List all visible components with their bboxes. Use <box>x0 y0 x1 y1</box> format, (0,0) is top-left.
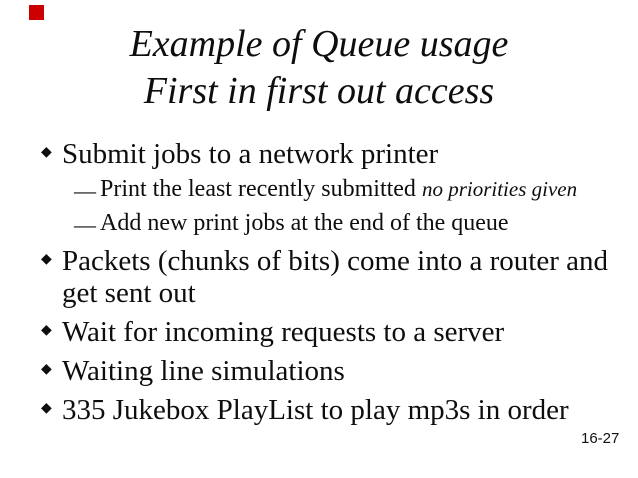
bullet-text: Wait for incoming requests to a server <box>62 316 505 348</box>
diamond-bullet-icon: ◆ <box>41 322 52 338</box>
diamond-bullet-icon: ◆ <box>41 251 52 267</box>
dash-bullet-icon: — <box>74 212 96 237</box>
bullet-text: Submit jobs to a network printer <box>62 138 439 170</box>
slide-title: Example of Queue usage First in first ou… <box>0 21 638 115</box>
list-item: ◆ Submit jobs to a network printer <box>40 138 618 170</box>
bullet-text: Add new print jobs at the end of the que… <box>100 210 509 236</box>
bullet-text-italic: no priorities given <box>421 177 578 201</box>
diamond-bullet-icon: ◆ <box>41 400 52 416</box>
list-item: —Add new print jobs at the end of the qu… <box>40 209 618 238</box>
bullet-text: Print the least recently submitted <box>100 176 416 202</box>
list-item: ◆ Waiting line simulations <box>40 355 618 387</box>
list-item: —Print the least recently submitted no p… <box>40 175 618 204</box>
red-square-marker <box>29 5 44 20</box>
bullet-list: ◆ Submit jobs to a network printer —Print … <box>40 138 618 426</box>
page-number: 16-27 <box>581 430 620 447</box>
dash-bullet-icon: — <box>74 178 96 203</box>
bullet-text: Packets (chunks of bits) come into a rou… <box>62 245 609 309</box>
list-item: ◆ 335 Jukebox PlayList to play mp3s in or… <box>40 394 618 426</box>
list-item: ◆ Wait for incoming requests to a server <box>40 316 618 348</box>
diamond-bullet-icon: ◆ <box>41 144 52 160</box>
slide-title-line-1: Example of Queue usage <box>129 23 509 65</box>
diamond-bullet-icon: ◆ <box>41 361 52 377</box>
list-item: ◆ Packets (chunks of bits) come into a ro… <box>40 245 618 309</box>
bullet-text: 335 Jukebox PlayList to play mp3s in ord… <box>62 394 569 426</box>
slide-title-line-2: First in first out access <box>143 70 495 112</box>
bullet-text: Waiting line simulations <box>62 355 345 387</box>
